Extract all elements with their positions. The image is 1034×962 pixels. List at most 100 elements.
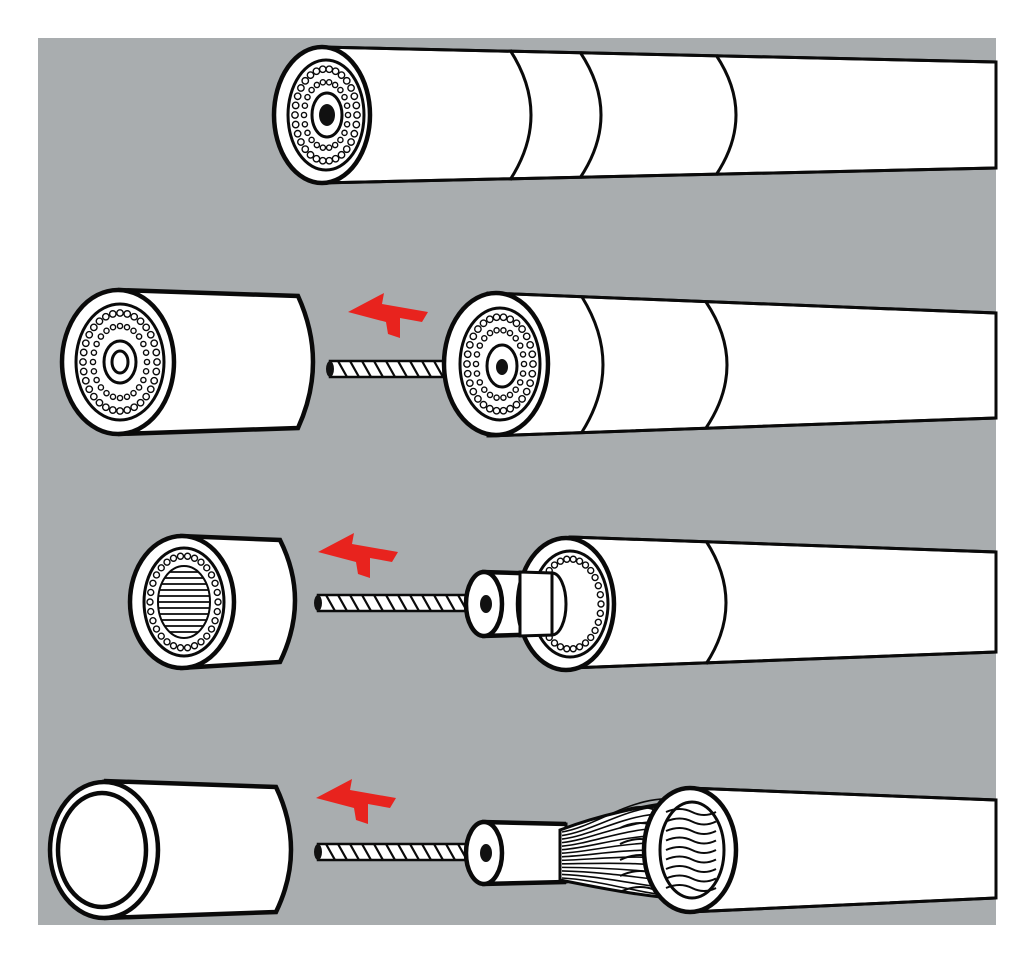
braid-dot	[556, 557, 565, 565]
braid-dot	[518, 395, 526, 403]
removal-arrow-icon	[318, 533, 398, 578]
conductor-twist	[421, 360, 432, 378]
conductor-twist	[409, 843, 420, 861]
piece-shield-ring	[74, 302, 166, 422]
jacket-edge	[687, 786, 997, 914]
braid-dot	[343, 120, 351, 128]
conductor-twist	[385, 360, 396, 378]
braid-dot	[463, 350, 472, 359]
braid-dot	[312, 154, 321, 163]
braid-dot	[506, 315, 515, 324]
conductor-twist	[433, 594, 444, 612]
braid-dot	[581, 561, 590, 569]
braid-dot	[500, 327, 507, 334]
braid-dot	[176, 644, 185, 652]
conductor-twist	[421, 843, 432, 861]
braid-dot	[469, 332, 478, 341]
braid-dot	[550, 561, 559, 569]
braid-dot	[146, 330, 155, 339]
braid-dot	[297, 138, 305, 146]
jacket-band-line	[580, 296, 605, 433]
braid-shield-dots-inner	[472, 327, 528, 401]
braid-end-strand	[665, 827, 717, 835]
braid-dot	[512, 319, 521, 328]
braid-dot	[352, 101, 361, 110]
exposed-conductor	[314, 842, 486, 862]
conductor-twist	[433, 843, 444, 861]
conductor-twist	[385, 594, 396, 612]
braid-end-strand	[665, 846, 717, 854]
braid-dot	[123, 393, 131, 401]
braid-dot	[587, 633, 595, 642]
tube-bore	[55, 790, 149, 910]
braid-dot	[90, 349, 98, 356]
braid-dot	[203, 564, 211, 572]
braid-dot	[313, 141, 321, 149]
braid-dot	[575, 643, 584, 651]
braid-dot	[85, 385, 94, 394]
braid-dot	[581, 639, 590, 647]
conductor-twist	[361, 360, 372, 378]
braid-dot	[331, 154, 340, 163]
braid-dot	[89, 358, 97, 366]
braid-dot	[512, 335, 520, 342]
braid-dot	[214, 598, 222, 606]
braid-dot	[116, 394, 124, 402]
conductor-core	[480, 844, 492, 862]
braid-dot	[149, 617, 157, 625]
braid-dot	[325, 144, 333, 151]
removal-arrow-icon	[316, 779, 396, 824]
braid-dot	[297, 84, 305, 92]
braid-dot	[318, 65, 327, 74]
jacket-band-line	[704, 301, 729, 429]
braid-dot	[93, 376, 100, 384]
braid-dot	[130, 403, 139, 412]
braid-dot	[341, 93, 348, 101]
braid-dot	[337, 71, 346, 80]
braid-dot	[485, 404, 494, 413]
braid-dot	[319, 79, 327, 86]
conductor-tip	[314, 844, 322, 860]
braid-dot	[520, 360, 528, 368]
removal-arrow-icon	[348, 293, 428, 338]
cable-jacket	[568, 535, 998, 670]
braid-dot	[293, 129, 302, 138]
piece-insulation-hole	[102, 339, 138, 385]
braid-dot	[556, 643, 565, 651]
conductor-twist	[325, 843, 336, 861]
braid-dot	[123, 406, 132, 414]
braid-dot	[143, 358, 151, 366]
braid-dot	[337, 150, 346, 159]
braid-dot	[304, 129, 311, 137]
braid-dot	[476, 342, 484, 349]
braid-dot	[474, 395, 482, 403]
braid-dot	[492, 313, 501, 322]
braid-dot	[493, 394, 500, 401]
braid-dot	[499, 406, 508, 415]
step-1-complete-cable	[271, 44, 998, 186]
braid-dot	[596, 609, 605, 618]
braid-dot	[123, 310, 132, 318]
braid-dot	[190, 554, 199, 562]
braid-dot	[152, 367, 161, 376]
braid-dot	[563, 645, 571, 653]
braid-dot	[331, 81, 339, 89]
jacket-edge	[487, 291, 997, 438]
braid-dot	[291, 120, 300, 129]
cable-jacket	[486, 291, 998, 438]
braid-dot	[353, 111, 361, 119]
braid-dot	[575, 557, 584, 565]
braid-dot	[197, 558, 205, 566]
braid-dot	[519, 370, 527, 377]
conductor-twist	[337, 843, 348, 861]
braid-dot	[526, 379, 535, 388]
braid-dot	[211, 617, 219, 625]
braid-end-strand	[665, 865, 717, 873]
braid-dot	[529, 360, 537, 368]
braid-shield-dots-inner	[300, 79, 352, 151]
braid-dot	[313, 81, 321, 89]
braid-dot	[163, 638, 171, 646]
braid-dot	[594, 581, 603, 590]
braid-dot	[95, 398, 104, 407]
